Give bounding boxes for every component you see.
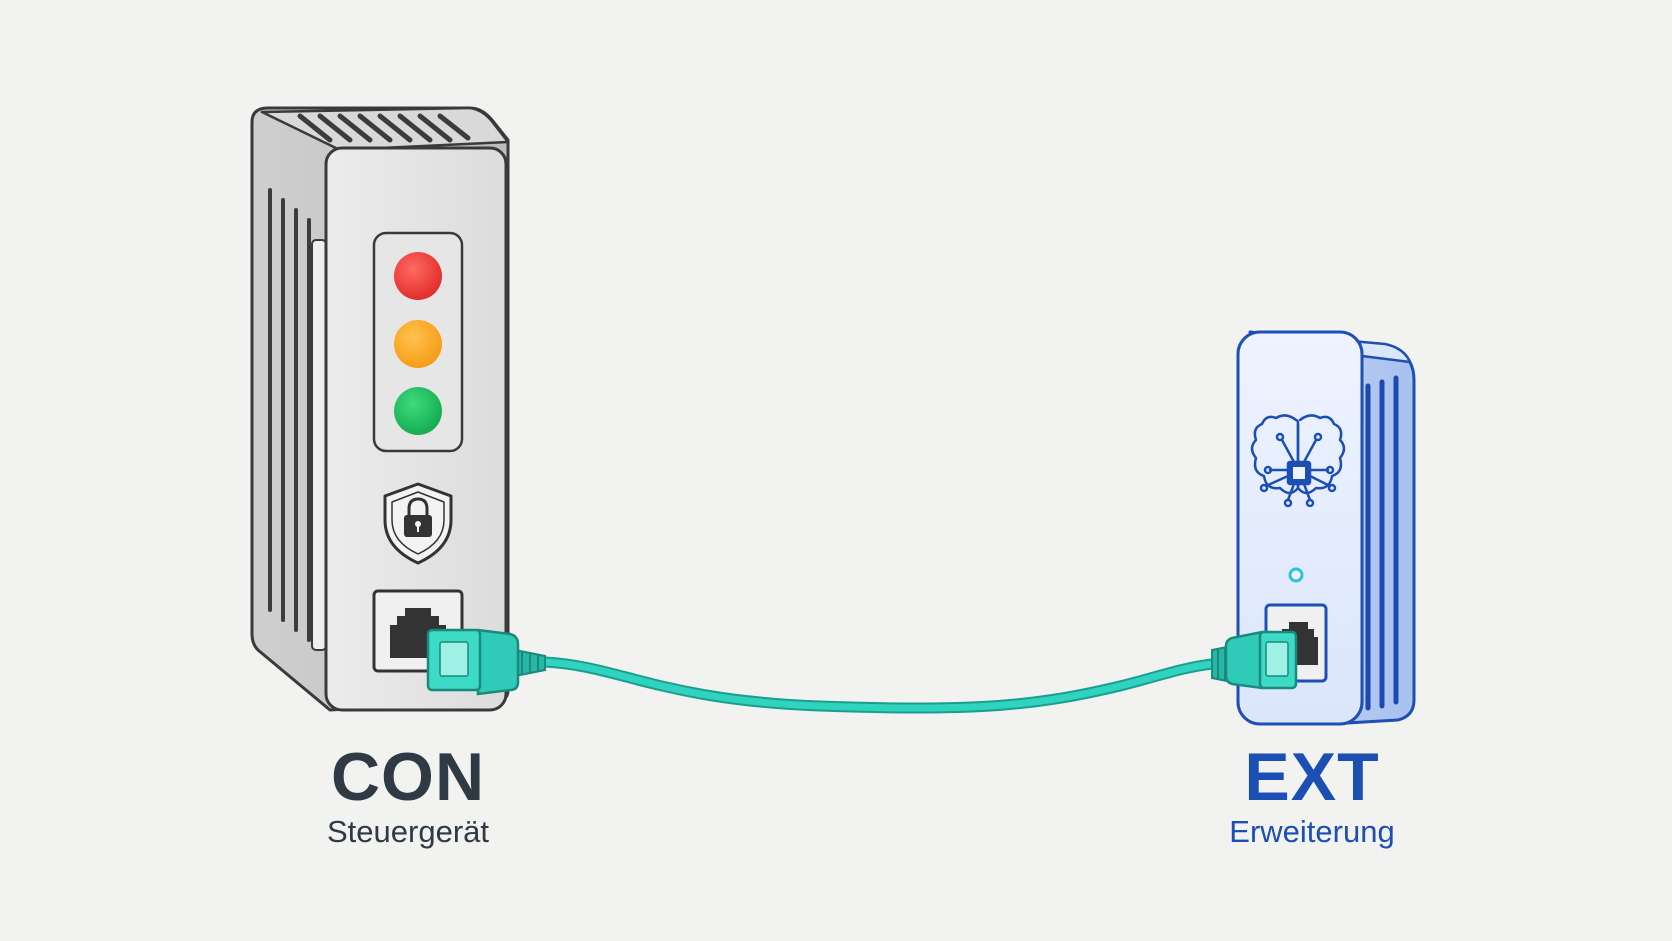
shield-lock-icon: [383, 482, 453, 565]
ethernet-cable: [539, 656, 1218, 714]
ext-title: EXT: [1244, 739, 1380, 815]
con-device: [250, 106, 510, 712]
con-top-vents: [297, 113, 471, 143]
led-green: [394, 387, 442, 435]
con-title: CON: [330, 739, 486, 815]
ext-cable-connector: [1211, 630, 1298, 690]
status-dot-icon: [1288, 567, 1304, 583]
ext-subtitle: Erweiterung: [1229, 814, 1395, 849]
con-cable-connector: [426, 628, 546, 696]
con-subtitle: Steuergerät: [327, 814, 489, 849]
ext-side-vents: [1365, 375, 1399, 711]
led-red: [394, 252, 442, 300]
led-amber: [394, 320, 442, 368]
con-side-vents: [268, 188, 311, 642]
brain-chip-icon: [1250, 414, 1346, 508]
